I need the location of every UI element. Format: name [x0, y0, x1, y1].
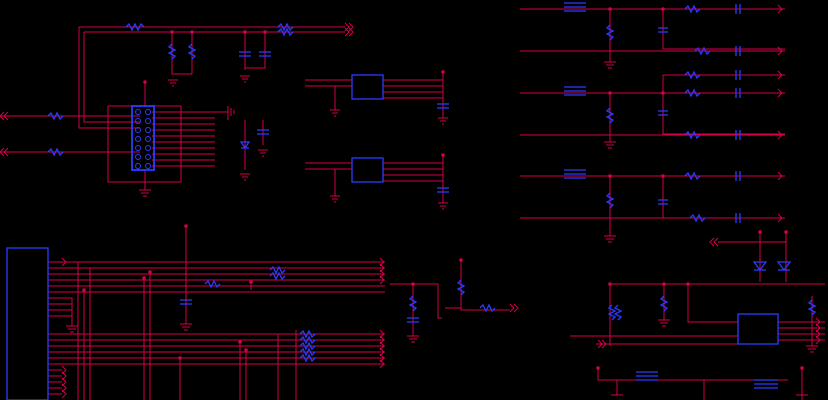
resistor [607, 295, 817, 321]
resistor [125, 22, 145, 32]
ground-symbols [66, 61, 818, 396]
components [6, 2, 817, 400]
resistor [684, 4, 711, 223]
capacitor [180, 27, 668, 323]
resistor [564, 2, 586, 12]
diode [752, 261, 792, 272]
edge-connector [6, 247, 49, 400]
resistor [636, 371, 778, 389]
net-arrows [0, 4, 821, 399]
resistor [167, 43, 197, 60]
junction-dots [82, 7, 804, 370]
resistor [564, 86, 586, 96]
resistor [47, 111, 64, 157]
resistor [564, 169, 586, 179]
resistor [605, 24, 615, 209]
capacitor [239, 51, 449, 193]
diode [239, 141, 251, 150]
resistor [204, 265, 286, 289]
connector-header [131, 105, 155, 171]
resistor [299, 329, 316, 363]
capacitor [735, 4, 741, 223]
ic-u2 [351, 157, 384, 183]
ic-u1 [351, 74, 384, 100]
resistor [277, 22, 294, 37]
header-pins [135, 109, 151, 169]
wires [0, 8, 825, 400]
ic-u3 [737, 313, 779, 345]
resistor [408, 279, 496, 313]
